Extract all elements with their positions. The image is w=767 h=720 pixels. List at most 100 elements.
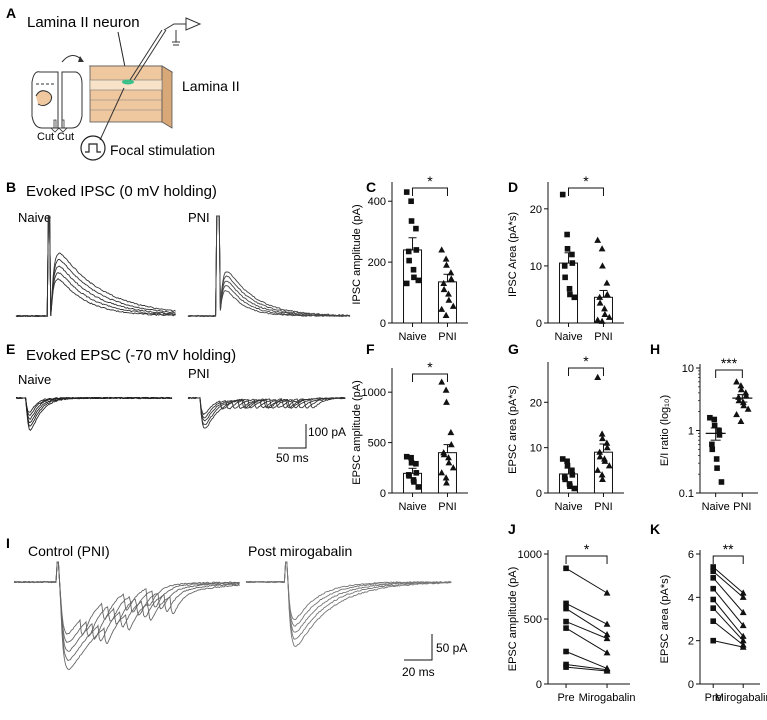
cut-label: Cut bbox=[37, 131, 54, 143]
significance-label: * bbox=[583, 173, 589, 189]
trace-line bbox=[187, 397, 346, 426]
data-point bbox=[559, 191, 566, 198]
paired-line bbox=[712, 599, 744, 637]
significance-bracket bbox=[412, 373, 448, 382]
data-point bbox=[411, 479, 417, 485]
trace-line bbox=[187, 215, 351, 318]
data-point bbox=[563, 664, 569, 670]
data-point bbox=[410, 266, 417, 273]
paired-line bbox=[713, 640, 744, 648]
y-tick-label: 6 bbox=[688, 549, 694, 561]
trace-line bbox=[15, 396, 173, 431]
data-point bbox=[405, 248, 412, 255]
data-point bbox=[710, 564, 716, 570]
paired-line bbox=[565, 621, 608, 639]
x-tick-label: PNI bbox=[438, 331, 456, 343]
panel-letter-b: B bbox=[6, 179, 16, 195]
data-point bbox=[710, 618, 716, 624]
data-point bbox=[564, 245, 571, 252]
paired-line bbox=[712, 620, 744, 646]
data-point bbox=[596, 293, 604, 300]
panel-letter: D bbox=[508, 179, 518, 195]
focal-stimulation-label: Focal stimulation bbox=[110, 142, 215, 158]
data-point bbox=[714, 465, 720, 471]
y-tick-label: 0 bbox=[380, 318, 386, 330]
ipsc-pni-traces bbox=[187, 215, 351, 318]
x-tick-label: Pre bbox=[557, 692, 574, 704]
data-point bbox=[710, 596, 716, 603]
y-tick-label: 4 bbox=[688, 592, 694, 604]
data-point bbox=[737, 386, 745, 393]
data-point bbox=[603, 290, 611, 298]
y-axis-label: EPSC amplitude (pA) bbox=[507, 567, 519, 672]
data-point bbox=[415, 277, 422, 284]
data-point bbox=[569, 260, 576, 266]
trace-line bbox=[15, 215, 176, 318]
pulse-icon bbox=[85, 143, 101, 153]
data-point bbox=[413, 460, 419, 467]
y-tick-label: 10 bbox=[530, 443, 542, 455]
data-point bbox=[403, 453, 410, 460]
data-point bbox=[710, 568, 716, 575]
data-point bbox=[603, 620, 611, 627]
y-tick-label: 500 bbox=[368, 438, 386, 450]
data-point bbox=[739, 589, 747, 596]
data-point bbox=[716, 432, 723, 438]
trace-line bbox=[13, 561, 240, 670]
panel-b: B Evoked IPSC (0 mV holding) Naive PNI bbox=[6, 179, 351, 318]
paired-line bbox=[565, 608, 608, 636]
data-point bbox=[603, 634, 611, 642]
data-point bbox=[603, 589, 611, 596]
x-tick-label: Naive bbox=[554, 331, 582, 343]
data-point bbox=[742, 392, 750, 399]
data-point bbox=[739, 593, 747, 600]
panel-e: E Evoked EPSC (-70 mV holding) Naive PNI… bbox=[6, 341, 346, 465]
panel-letter: H bbox=[650, 341, 660, 357]
data-point bbox=[603, 649, 611, 656]
data-point bbox=[440, 285, 448, 293]
y-axis-label: EPSC area (pA*s) bbox=[659, 575, 671, 664]
data-point bbox=[601, 457, 609, 464]
paired-line bbox=[565, 602, 608, 625]
data-point bbox=[713, 456, 720, 462]
data-point bbox=[563, 618, 569, 625]
trace-line bbox=[187, 215, 351, 318]
data-point bbox=[594, 316, 602, 323]
trace-line bbox=[187, 396, 346, 419]
data-point bbox=[710, 605, 716, 611]
data-point bbox=[445, 459, 453, 466]
significance-bracket bbox=[565, 555, 608, 564]
trace-line bbox=[245, 561, 452, 640]
stimulator-icon bbox=[80, 135, 106, 161]
data-point bbox=[415, 484, 422, 490]
paired-line bbox=[712, 588, 744, 626]
x-tick-label: Naive bbox=[398, 331, 426, 343]
data-point bbox=[744, 405, 752, 412]
data-point bbox=[596, 448, 604, 455]
control-pni-label: Control (PNI) bbox=[28, 543, 110, 559]
trace-line bbox=[13, 561, 240, 643]
significance-label: * bbox=[583, 353, 589, 369]
significance-bracket bbox=[412, 187, 448, 196]
slice-block bbox=[88, 65, 174, 129]
epsc-naive-traces bbox=[15, 396, 173, 431]
panel-letter: K bbox=[650, 521, 660, 537]
paired-line bbox=[565, 627, 608, 654]
y-tick-label: 0 bbox=[536, 318, 542, 330]
significance-bracket bbox=[712, 555, 744, 564]
recorded-neuron-icon bbox=[122, 79, 134, 85]
data-point bbox=[408, 459, 415, 466]
x-tick-label: PNI bbox=[733, 501, 751, 513]
panel-i: I Control (PNI) Post mirogabalin 50 pA 2… bbox=[6, 535, 467, 679]
post-mirogabalin-label: Post mirogabalin bbox=[248, 543, 352, 559]
x-tick-label: Naive bbox=[398, 501, 426, 513]
trace-line bbox=[15, 215, 176, 318]
panel-letter-i: I bbox=[6, 535, 10, 551]
y-axis-label: EPSC amplitude (pA) bbox=[351, 380, 363, 485]
data-point bbox=[442, 386, 450, 393]
data-point bbox=[406, 473, 412, 479]
data-point bbox=[594, 236, 602, 243]
